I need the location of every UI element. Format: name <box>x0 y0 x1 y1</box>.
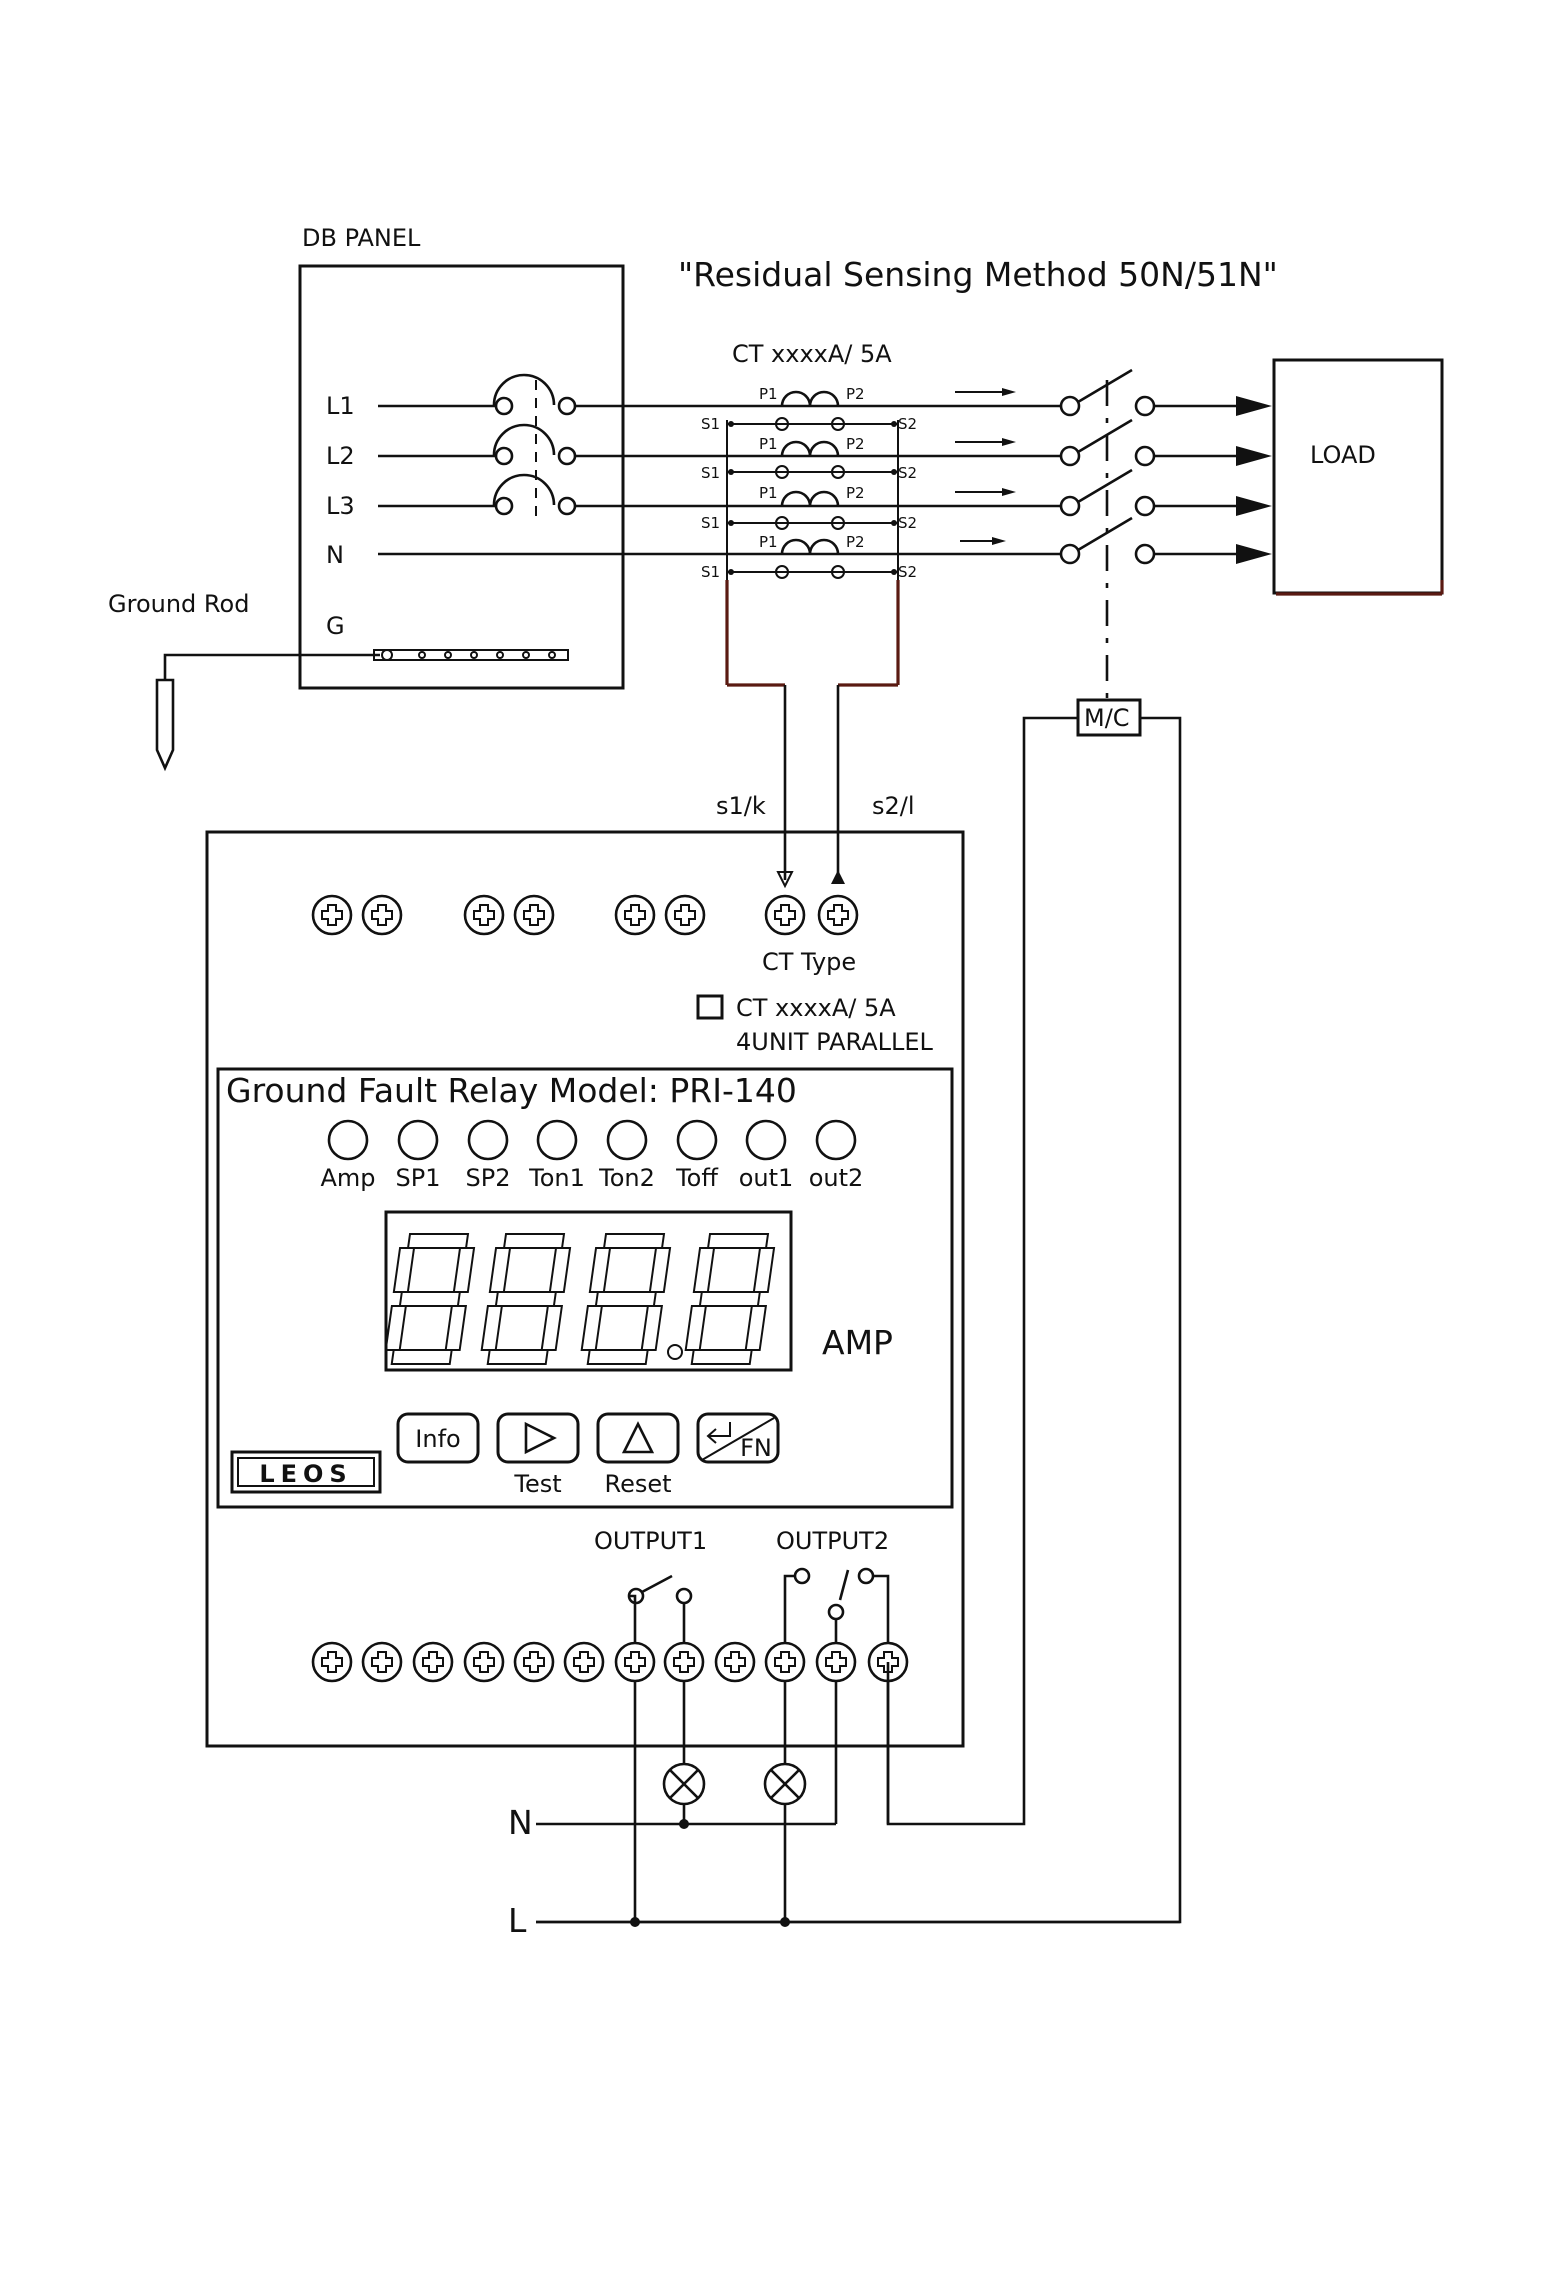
led-label-out2: out2 <box>809 1164 864 1192</box>
contactor-contacts <box>1059 368 1272 700</box>
ground-rod <box>155 653 380 772</box>
external-wiring: N L <box>508 1681 1180 1940</box>
led-out2 <box>815 1119 857 1161</box>
bottom-terminal-block <box>311 1641 909 1683</box>
svg-text:Info: Info <box>415 1425 460 1453</box>
svg-text:S1: S1 <box>701 415 720 433</box>
output1-label: OUTPUT1 <box>594 1527 707 1555</box>
contactor-coil: M/C <box>536 698 1182 1924</box>
relay-housing <box>205 830 965 1748</box>
enter-arrow-icon <box>706 1422 731 1444</box>
svg-text:S2: S2 <box>898 514 917 532</box>
test-button[interactable] <box>496 1412 580 1464</box>
reset-button[interactable] <box>596 1412 680 1464</box>
line-label-n: N <box>326 541 344 569</box>
svg-text:P2: P2 <box>846 533 865 551</box>
play-icon <box>524 1421 557 1455</box>
leos-logo: LEOS <box>230 1450 382 1494</box>
svg-text:P1: P1 <box>759 484 778 502</box>
led-sp2 <box>467 1119 509 1161</box>
up-triangle-icon <box>621 1421 655 1454</box>
ct-type-label: CT Type <box>762 948 856 976</box>
unit-label: AMP <box>822 1323 893 1362</box>
led-label-amp: Amp <box>320 1164 375 1192</box>
power-lines <box>378 404 1062 556</box>
ct-option-label: CT xxxxA/ 5A <box>736 994 896 1022</box>
led-label-sp1: SP1 <box>396 1164 441 1192</box>
db-panel-label: DB PANEL <box>302 224 421 252</box>
svg-text:P2: P2 <box>846 484 865 502</box>
output2-label: OUTPUT2 <box>776 1527 889 1555</box>
ct-type-checkbox[interactable] <box>696 994 724 1020</box>
supply-l-label: L <box>508 1901 527 1940</box>
supply-n-label: N <box>508 1803 533 1842</box>
svg-text:S1: S1 <box>701 514 720 532</box>
ct-label: CT xxxxA/ 5A <box>732 340 892 368</box>
main-breaker <box>492 373 577 520</box>
line-label-l2: L2 <box>326 442 355 470</box>
indicator-lamp-1 <box>662 1762 706 1806</box>
svg-text:P1: P1 <box>759 385 778 403</box>
led-label-ton2: Ton2 <box>598 1164 655 1192</box>
load-label: LOAD <box>1310 441 1376 469</box>
svg-text:S2: S2 <box>898 415 917 433</box>
ct-secondary-leads: s1/k s2/l <box>716 685 915 889</box>
svg-text:P2: P2 <box>846 385 865 403</box>
db-panel-box <box>298 264 625 690</box>
top-terminal-block <box>311 894 859 936</box>
svg-text:P2: P2 <box>846 435 865 453</box>
line-label-l3: L3 <box>326 492 355 520</box>
current-direction-arrows <box>955 388 1016 545</box>
output-contacts <box>627 1567 890 1642</box>
led-ton2 <box>606 1119 648 1161</box>
led-label-toff: Toff <box>675 1164 718 1192</box>
svg-text:P1: P1 <box>759 435 778 453</box>
load-box: LOAD <box>1272 358 1444 596</box>
svg-text:LEOS: LEOS <box>259 1460 352 1488</box>
indicator-lamp-2 <box>763 1762 807 1806</box>
fn-button[interactable]: FN <box>696 1412 780 1464</box>
ct-bank: CT xxxxA/ 5A P1 P2 S1 S2 P1 P2 S1 S2 P1 … <box>701 340 917 687</box>
led-sp1 <box>397 1119 439 1161</box>
model-label: Ground Fault Relay Model: PRI-140 <box>226 1071 797 1110</box>
led-label-ton1: Ton1 <box>528 1164 585 1192</box>
led-ton1 <box>536 1119 578 1161</box>
ground-label: G <box>326 612 345 640</box>
test-button-label: Test <box>513 1470 561 1498</box>
seven-segment-display <box>384 1210 793 1372</box>
svg-text:S1: S1 <box>701 464 720 482</box>
contactor-label: M/C <box>1084 704 1130 732</box>
reset-button-label: Reset <box>604 1470 671 1498</box>
svg-text:S1: S1 <box>701 563 720 581</box>
indicator-leds: Amp SP1 SP2 Ton1 Ton2 Toff out1 out2 <box>320 1119 864 1192</box>
led-out1 <box>745 1119 787 1161</box>
db-panel: DB PANEL L1 L2 L3 N G Ground Rod <box>108 224 625 772</box>
info-button[interactable]: Info <box>396 1412 480 1464</box>
s1-lead-label: s1/k <box>716 792 766 820</box>
svg-text:FN: FN <box>740 1434 772 1462</box>
led-label-out1: out1 <box>739 1164 794 1192</box>
ground-bar <box>373 649 569 661</box>
svg-text:P1: P1 <box>759 533 778 551</box>
ground-rod-label: Ground Rod <box>108 590 249 618</box>
diagram-title: "Residual Sensing Method 50N/51N" <box>678 255 1278 294</box>
led-label-sp2: SP2 <box>466 1164 511 1192</box>
svg-text:S2: S2 <box>898 464 917 482</box>
led-toff <box>676 1119 718 1161</box>
line-label-l1: L1 <box>326 392 355 420</box>
front-panel: Ground Fault Relay Model: PRI-140 Amp SP… <box>216 1067 954 1509</box>
ct-option-sub-label: 4UNIT PARALLEL <box>736 1028 934 1056</box>
relay-unit: CT Type CT xxxxA/ 5A 4UNIT PARALLEL Grou… <box>205 830 965 1748</box>
svg-text:S2: S2 <box>898 563 917 581</box>
s2-lead-label: s2/l <box>872 792 915 820</box>
led-amp <box>327 1119 369 1161</box>
